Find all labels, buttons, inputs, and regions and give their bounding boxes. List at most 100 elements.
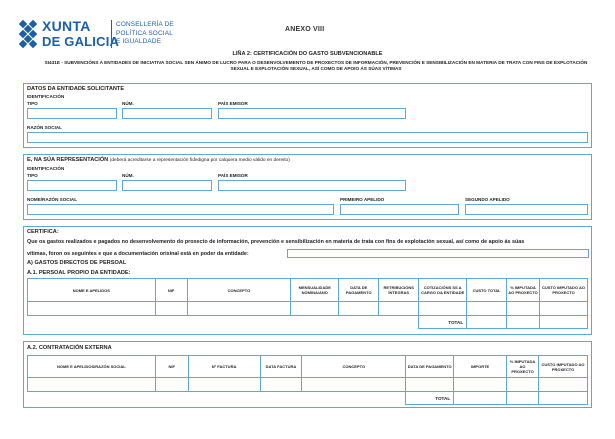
representacion-num-label: NÚM. — [122, 173, 134, 178]
table-cell[interactable] — [301, 377, 407, 392]
solicitante-section: DATOS DA ENTIDADE SOLICITANTE IDENTIFICA… — [23, 83, 592, 148]
table-cell[interactable] — [466, 301, 508, 316]
contratacion-externa-section: A.2. CONTRATACIÓN EXTERNA NOME E APELIDO… — [23, 341, 592, 408]
solicitante-tipo-field[interactable] — [27, 108, 117, 119]
total-label: TOTAL — [418, 315, 468, 329]
representacion-title: E, NA SÚA REPRESENTACIÓN (deberá acredit… — [27, 157, 290, 163]
representacion-title-text: E, NA SÚA REPRESENTACIÓN — [27, 157, 109, 163]
persoal-propio-table: NOME E APELIDOS NIF CONCEPTO MENSUALIDAD… — [27, 278, 588, 329]
logo-divider — [111, 20, 112, 48]
col-data-factura: DATA FACTURA — [259, 355, 303, 378]
representacion-segundo-field[interactable] — [465, 204, 588, 215]
table-cell[interactable] — [259, 377, 303, 392]
blank-cell — [28, 316, 419, 329]
solicitante-identificacion-label: IDENTIFICACIÓN — [27, 94, 65, 99]
solicitante-tipo-label: TIPO — [27, 101, 38, 106]
table-cell[interactable] — [506, 301, 541, 316]
conselleria-line-2: POLÍTICA SOCIAL — [116, 29, 173, 37]
solicitante-pais-label: PAÍS EMISOR — [218, 101, 248, 106]
conselleria-line-1: CONSELLERÍA DE — [116, 21, 174, 28]
solicitante-num-label: NÚM. — [122, 101, 134, 106]
logo-xunta-text: XUNTA — [42, 18, 91, 34]
table-cell[interactable] — [154, 377, 189, 392]
col-concepto: CONCEPTO — [186, 278, 292, 302]
col-nome-razon: NOME E APELIDOS/RAZÓN SOCIAL — [27, 355, 156, 378]
table-row — [27, 301, 588, 316]
representacion-tipo-field[interactable] — [27, 180, 117, 191]
table-row — [27, 377, 588, 392]
table-cell[interactable] — [290, 301, 340, 316]
table-cell[interactable] — [453, 377, 508, 392]
total-porcentaxe-cell[interactable] — [506, 391, 540, 405]
representacion-section: E, NA SÚA REPRESENTACIÓN (deberá acredit… — [23, 154, 592, 220]
total-importe-cell[interactable] — [453, 391, 508, 405]
table-cell[interactable] — [538, 377, 588, 392]
col-retribucions: RETRIBUCIÓNS ÍNTEGRAS — [378, 278, 420, 302]
persoal-propio-header-row: NOME E APELIDOS NIF CONCEPTO MENSUALIDAD… — [27, 278, 588, 302]
line-title: LIÑA 2: CERTIFICACIÓN DO GASTO SUBVENCIO… — [232, 51, 383, 57]
blank-cell — [28, 392, 406, 405]
solicitante-pais-field[interactable] — [218, 108, 406, 119]
anexo-title: ANEXO VIII — [285, 26, 325, 33]
solicitante-razon-field[interactable] — [27, 132, 588, 143]
col-importe: IMPORTE — [453, 355, 508, 378]
certifica-text-1: Que os gastos realizados e pagados no de… — [27, 239, 525, 245]
solicitante-title: DATOS DA ENTIDADE SOLICITANTE — [27, 86, 125, 92]
table-cell[interactable] — [154, 301, 188, 316]
representacion-pais-label: PAÍS EMISOR — [218, 173, 248, 178]
representacion-tipo-label: TIPO — [27, 173, 38, 178]
col-cotizacions: COTIZACIÓNS SS A CARGO DA ENTIDADE — [418, 278, 468, 302]
table-cell[interactable] — [418, 301, 468, 316]
total-row: TOTAL — [28, 391, 588, 405]
gastos-directos-title: A) GASTOS DIRECTOS DE PERSOAL — [27, 260, 127, 266]
solicitante-razon-label: RAZÓN SOCIAL — [27, 125, 62, 130]
col-num-factura: Nº FACTURA — [187, 355, 261, 378]
table-cell[interactable] — [186, 301, 292, 316]
col-porcentaxe: % IMPUTADA AO PROXECTO — [506, 355, 540, 378]
col-nif: NIF — [154, 278, 188, 302]
table-cell[interactable] — [27, 377, 156, 392]
representacion-nome-field[interactable] — [27, 204, 334, 215]
logo-galicia-text: DE GALICIA — [42, 34, 120, 49]
contratacion-externa-table: NOME E APELIDOS/RAZÓN SOCIAL NIF Nº FACT… — [27, 355, 588, 405]
representacion-note: (deberá acreditarse a representación fid… — [109, 158, 290, 163]
col-custo-total: CUSTO TOTAL — [466, 278, 508, 302]
table-cell[interactable] — [405, 377, 455, 392]
persoal-propio-title: A.1. PERSOAL PROPIO DA ENTIDADE: — [27, 270, 131, 276]
procedure-subtitle: SI431E - SUBVENCIÓNS A ENTIDADES DE INIC… — [44, 60, 588, 71]
contratacion-externa-title: A.2. CONTRATACIÓN EXTERNA — [27, 345, 112, 351]
total-porcentaxe-cell[interactable] — [506, 315, 541, 329]
col-nif: NIF — [154, 355, 189, 378]
total-imputado-cell[interactable] — [538, 391, 588, 405]
total-label: TOTAL — [405, 391, 455, 405]
representacion-segundo-label: SEGUNDO APELIDO — [465, 197, 510, 202]
table-cell[interactable] — [506, 377, 540, 392]
table-cell[interactable] — [27, 301, 156, 316]
certifica-inline-field[interactable] — [287, 249, 589, 258]
conselleria-line-3: E IGUALDADE — [116, 38, 162, 46]
col-custo-imputado: CUSTO IMPUTADO AO PROXECTO — [539, 278, 588, 302]
externa-header-row: NOME E APELIDOS/RAZÓN SOCIAL NIF Nº FACT… — [27, 355, 588, 378]
representacion-num-field[interactable] — [122, 180, 212, 191]
representacion-pais-field[interactable] — [218, 180, 406, 191]
col-data-pagamento: DATA DE PAGAMENTO — [338, 278, 380, 302]
solicitante-num-field[interactable] — [122, 108, 212, 119]
xunta-logo-icon — [19, 20, 37, 49]
total-custo-cell[interactable] — [466, 315, 508, 329]
col-data-pagamento: DATA DE PAGAMENTO — [405, 355, 455, 378]
total-imputado-cell[interactable] — [539, 315, 588, 329]
table-cell[interactable] — [378, 301, 420, 316]
certifica-text-2: vítimas, foron os seguintes e que a docu… — [27, 251, 249, 257]
representacion-nome-label: NOME/RAZÓN SOCIAL — [27, 197, 78, 202]
representacion-identificacion-label: IDENTIFICACIÓN — [27, 166, 65, 171]
total-row: TOTAL — [28, 315, 588, 329]
table-cell[interactable] — [539, 301, 588, 316]
conselleria-name: CONSELLERÍA DE POLÍTICA SOCIAL E IGUALDA… — [116, 21, 174, 47]
representacion-primeiro-label: PRIMEIRO APELIDO — [340, 197, 385, 202]
table-cell[interactable] — [187, 377, 261, 392]
representacion-primeiro-field[interactable] — [340, 204, 459, 215]
col-mensualidade: MENSUALIDADE NÓMINA/ANO — [290, 278, 340, 302]
col-porcentaxe: % IMPUTADA AO PROXECTO — [506, 278, 541, 302]
table-cell[interactable] — [338, 301, 380, 316]
certifica-title: CERTIFICA: — [27, 229, 59, 235]
